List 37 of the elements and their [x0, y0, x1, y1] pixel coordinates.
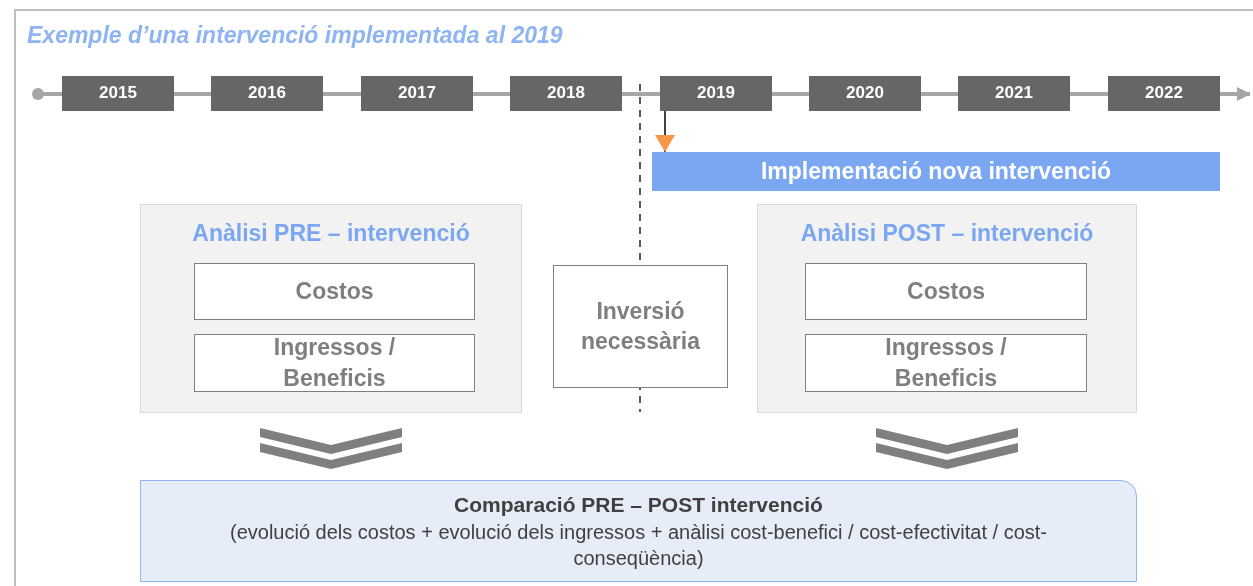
comparison-text: (evolució dels costos + evolució dels ingressos + anàlisi cost-benefici / cost-efectivitat / cost-conseqüència) [228, 519, 1048, 571]
item-box [194, 263, 475, 320]
item-label: Ingressos / Beneficis [272, 332, 397, 393]
analysis-panel [140, 204, 522, 413]
panel-title: Anàlisi POST – intervenció [800, 219, 1094, 248]
year-box [62, 76, 174, 111]
item-label: Ingressos / Beneficis [884, 332, 1008, 393]
year-label: 2017 [398, 82, 436, 105]
analysis-panel [757, 204, 1137, 413]
year-label: 2021 [995, 82, 1033, 105]
year-label: 2019 [697, 82, 735, 105]
year-label: 2020 [846, 82, 884, 105]
phase-bar [652, 152, 1220, 191]
year-label: 2022 [1145, 82, 1183, 105]
item-box [805, 263, 1087, 320]
year-box [361, 76, 473, 111]
item-label: Costos [907, 276, 985, 306]
year-box [958, 76, 1070, 111]
comparison-heading: Comparació PRE – POST intervenció [454, 492, 823, 519]
year-box [660, 76, 772, 111]
year-box [1108, 76, 1220, 111]
comparison-box [140, 480, 1137, 582]
year-label: 2016 [248, 82, 286, 105]
year-label: 2018 [547, 82, 585, 105]
bar-label: Implementació nova intervenció [760, 156, 1112, 186]
marker-line [655, 110, 675, 153]
year-box [510, 76, 622, 111]
year-label: 2015 [99, 82, 137, 105]
title: Exemple d’una intervenció implementada al 2019 [27, 22, 563, 49]
item-label: Costos [295, 276, 374, 306]
item-box [805, 334, 1087, 392]
item-box [194, 334, 475, 392]
year-box [809, 76, 921, 111]
year-box [211, 76, 323, 111]
panel-title: Anàlisi PRE – intervenció [192, 219, 470, 248]
item-box [553, 265, 728, 388]
item-label: Inversió necessària [580, 296, 702, 356]
